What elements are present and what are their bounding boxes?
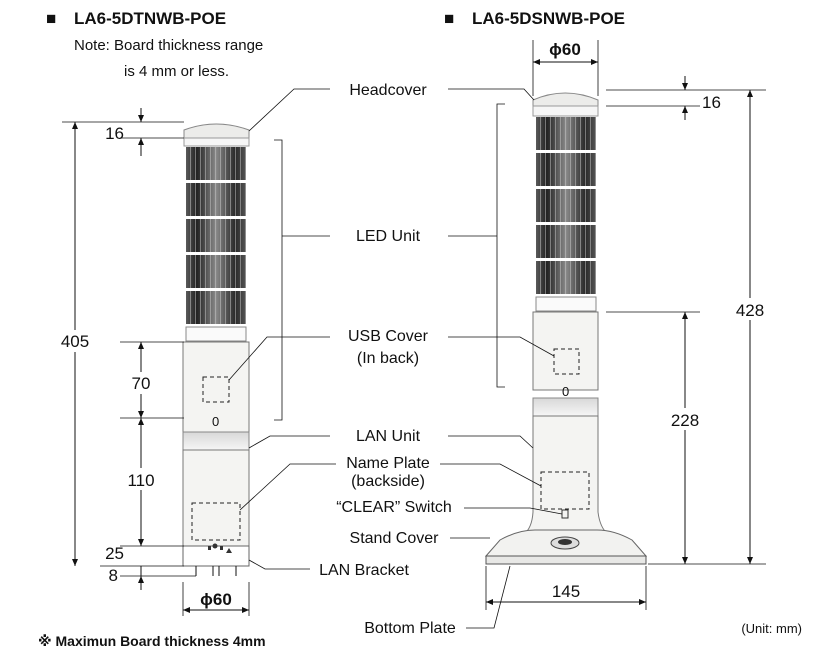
left-lan-glow: [182, 431, 250, 451]
right-bullet: ■: [444, 9, 454, 28]
left-tower: 0: [182, 123, 250, 576]
left-note-line2: is 4 mm or less.: [124, 63, 229, 80]
left-led-bracket: [274, 139, 283, 421]
label-headcover: Headcover: [349, 82, 427, 99]
right-body-upper: [532, 311, 599, 391]
left-dim-110: 110: [127, 471, 154, 490]
left-clear-switch: [212, 543, 218, 549]
left-note-line1: Note: Board thickness range: [74, 37, 263, 54]
label-lan-bracket: LAN Bracket: [319, 562, 409, 579]
left-title-group: ■ LA6-5DTNWB-POE Note: Board thickness r…: [46, 9, 263, 80]
left-led-stack: [186, 147, 246, 324]
label-usb-cover-2: (In back): [357, 350, 419, 367]
left-dim-16: 16: [105, 124, 124, 143]
right-dim-428: 428: [736, 301, 764, 320]
left-body-upper: [182, 341, 250, 433]
left-cap-ring: [183, 137, 250, 147]
label-led-unit: LED Unit: [356, 228, 421, 245]
label-name-plate-1: Name Plate: [346, 455, 430, 472]
label-clear-switch: “CLEAR” Switch: [336, 499, 452, 516]
right-headcover-shape: [532, 92, 599, 109]
left-led-base-ring: [185, 326, 247, 342]
right-dim-dia: ϕ60: [549, 40, 581, 59]
right-name-plate-outline: [540, 471, 590, 510]
left-usb-cover-outline: [202, 376, 230, 403]
left-dim-dia: ϕ60: [200, 590, 232, 609]
label-lan-unit: LAN Unit: [356, 428, 421, 445]
left-indicator-glyph: 0: [212, 414, 219, 429]
label-bottom-plate: Bottom Plate: [364, 620, 456, 637]
left-dim-70: 70: [132, 374, 151, 393]
right-dim-16: 16: [702, 93, 721, 112]
left-led-indicator: [226, 548, 232, 553]
right-body-lower: [522, 415, 610, 535]
left-dim-8: 8: [109, 566, 118, 585]
right-title-group: ■ LA6-5DSNWB-POE: [444, 9, 625, 28]
right-dim-145: 145: [552, 582, 580, 601]
left-dimensions: 16 405 70 110 25 8 ϕ60: [58, 108, 250, 616]
right-dim-228: 228: [671, 411, 699, 430]
left-model-title: LA6-5DTNWB-POE: [74, 9, 226, 28]
left-headcover-shape: [183, 123, 250, 139]
left-name-plate-outline: [191, 502, 241, 541]
label-name-plate-2: (backside): [351, 473, 425, 490]
right-bottom-plate: [485, 555, 647, 565]
label-usb-cover-1: USB Cover: [348, 328, 429, 345]
right-dimensions: ϕ60 16 428 228 145: [485, 40, 770, 610]
right-lan-glow: [532, 397, 599, 417]
left-lan-bracket: [182, 545, 250, 567]
right-tower: 0: [484, 92, 648, 565]
right-led-stack: [536, 117, 596, 294]
right-model-title: LA6-5DSNWB-POE: [472, 9, 625, 28]
callout-labels: Headcover LED Unit USB Cover (In back) L…: [228, 82, 563, 637]
right-cap-ring: [532, 105, 599, 117]
right-led-base-ring: [535, 296, 597, 312]
left-footnote: ※ Maximun Board thickness 4mm: [38, 633, 266, 649]
right-indicator-glyph: 0: [562, 384, 569, 399]
right-usb-cover-outline: [553, 348, 580, 375]
left-body-lower: [182, 449, 250, 547]
left-bullet: ■: [46, 9, 56, 28]
unit-note: (Unit: mm): [741, 621, 802, 636]
right-led-bracket: [496, 103, 505, 388]
left-dim-25: 25: [105, 544, 124, 563]
left-dim-405: 405: [61, 332, 89, 351]
label-stand-cover: Stand Cover: [350, 530, 440, 547]
